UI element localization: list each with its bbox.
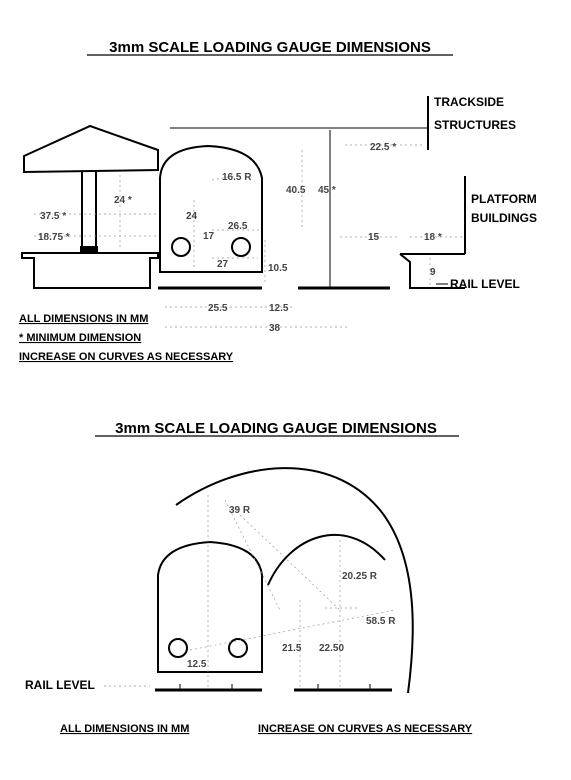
arc-20-25r — [267, 534, 386, 586]
dim-10-5: 10.5 — [268, 263, 288, 274]
diagram1-title: 3mm SCALE LOADING GAUGE DIMENSIONS — [109, 39, 431, 56]
dim-9: 9 — [430, 267, 436, 278]
dim-24-inner: 24 — [186, 211, 198, 222]
trackside-structure — [170, 96, 429, 150]
left-platform — [21, 252, 159, 289]
wheel-right-1 — [231, 237, 251, 257]
diagram2-title: 3mm SCALE LOADING GAUGE DIMENSIONS — [115, 420, 437, 437]
rails-2 — [155, 684, 392, 692]
dim-22-50: 22.50 — [319, 643, 344, 654]
dim-15: 15 — [368, 232, 380, 243]
dim-26-5: 26.5 — [228, 221, 248, 232]
platform-label-1: PLATFORM — [471, 192, 537, 206]
dim-38: 38 — [269, 323, 281, 334]
wheel-left-1 — [171, 237, 191, 257]
note-all-mm-1: ALL DIMENSIONS IN MM — [19, 313, 148, 325]
arc-58-5r — [175, 467, 414, 694]
trackside-label-2: STRUCTURES — [434, 118, 516, 132]
trackside-label-1: TRACKSIDE — [434, 95, 504, 109]
coach-profile-2 — [157, 540, 263, 673]
dim-22-5: 22.5 * — [370, 142, 396, 153]
wheel-left-2 — [168, 638, 188, 658]
dim-18: 18 * — [424, 232, 442, 243]
dim-16-5r: 16.5 R — [222, 172, 252, 183]
dim-17: 17 — [203, 231, 215, 242]
platform-canopy — [23, 124, 159, 254]
dim-40-5: 40.5 — [286, 185, 306, 196]
dim-27: 27 — [217, 259, 229, 270]
dim-12-5: 12.5 — [269, 303, 289, 314]
platform-label-2: BUILDINGS — [471, 211, 537, 225]
dim-37-5: 37.5 * — [40, 211, 66, 222]
dim-20-25r: 20.25 R — [342, 571, 378, 582]
rail-level-label-2: RAIL LEVEL — [25, 678, 95, 692]
note-curves-1: INCREASE ON CURVES AS NECESSARY — [19, 351, 234, 363]
dim-25-5: 25.5 — [208, 303, 228, 314]
note-minimum: * MINIMUM DIMENSION — [19, 332, 141, 344]
note-all-mm-2: ALL DIMENSIONS IN MM — [60, 723, 189, 735]
dim-21-5: 21.5 — [282, 643, 302, 654]
dim-58-5r: 58.5 R — [366, 616, 396, 627]
coach-profile-1 — [159, 144, 263, 273]
dim-12-5-b: 12.5 — [187, 659, 207, 670]
dimension-lines-2 — [189, 495, 396, 690]
note-curves-2: INCREASE ON CURVES AS NECESSARY — [258, 723, 473, 735]
dim-39r: 39 R — [229, 505, 251, 516]
wheel-right-2 — [228, 638, 248, 658]
dimension-lines-1 — [34, 130, 465, 328]
dim-18-75: 18.75 * — [38, 232, 70, 243]
dim-24-left: 24 * — [114, 195, 132, 206]
platform-building-right — [399, 176, 466, 289]
rail-level-label-1: RAIL LEVEL — [450, 277, 520, 291]
dim-45: 45 * — [318, 185, 336, 196]
